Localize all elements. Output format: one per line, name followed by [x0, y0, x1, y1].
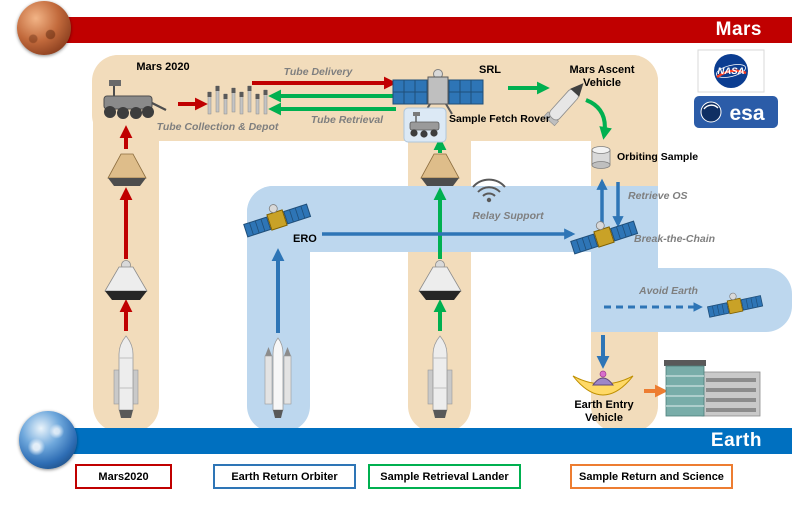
nasa-logo-text: NASA	[718, 66, 745, 77]
orbiting-sample-label: Orbiting Sample	[617, 151, 699, 163]
nasa-logo: NASA	[697, 49, 765, 93]
srl-label: SRL	[479, 64, 501, 76]
mars-planet-icon	[17, 1, 71, 55]
ero-label: ERO	[293, 233, 317, 245]
mars2020-launch-track	[93, 55, 159, 432]
retrieve-os-label: Retrieve OS	[628, 190, 688, 202]
legend-mars2020: Mars2020	[75, 464, 172, 489]
mars2020-label: Mars 2020	[136, 61, 190, 73]
mars-bar-label: Mars	[715, 19, 762, 40]
tube-delivery-label: Tube Delivery	[283, 66, 353, 78]
tube-retrieval-label: Tube Retrieval	[310, 114, 384, 126]
break-the-chain-label: Break-the-Chain	[634, 233, 716, 245]
mars-bar: Mars	[28, 17, 792, 43]
earth-bar: Earth	[28, 428, 792, 454]
legend-earth-return-orbiter: Earth Return Orbiter	[213, 464, 356, 489]
earth-bar-label: Earth	[710, 430, 762, 451]
esa-logo-text: esa	[729, 102, 764, 125]
avoid-earth-label: Avoid Earth	[639, 285, 698, 297]
legend-sample-retrieval-lander: Sample Retrieval Lander	[368, 464, 521, 489]
earth-entry-vehicle-label: Earth Entry Vehicle	[574, 399, 634, 424]
mars-ascent-vehicle-label: Mars Ascent Vehicle	[569, 64, 635, 89]
esa-logo: esa	[694, 96, 778, 128]
earth-planet-icon	[19, 411, 77, 469]
science-facility-icon	[664, 360, 761, 417]
avoid-earth-track	[591, 268, 792, 332]
legend-sample-return-science: Sample Return and Science	[570, 464, 733, 489]
relay-support-label: Relay Support	[472, 210, 544, 222]
sample-fetch-rover-label: Sample Fetch Rover	[449, 113, 550, 125]
tube-collection-label: Tube Collection & Depot	[156, 121, 279, 133]
